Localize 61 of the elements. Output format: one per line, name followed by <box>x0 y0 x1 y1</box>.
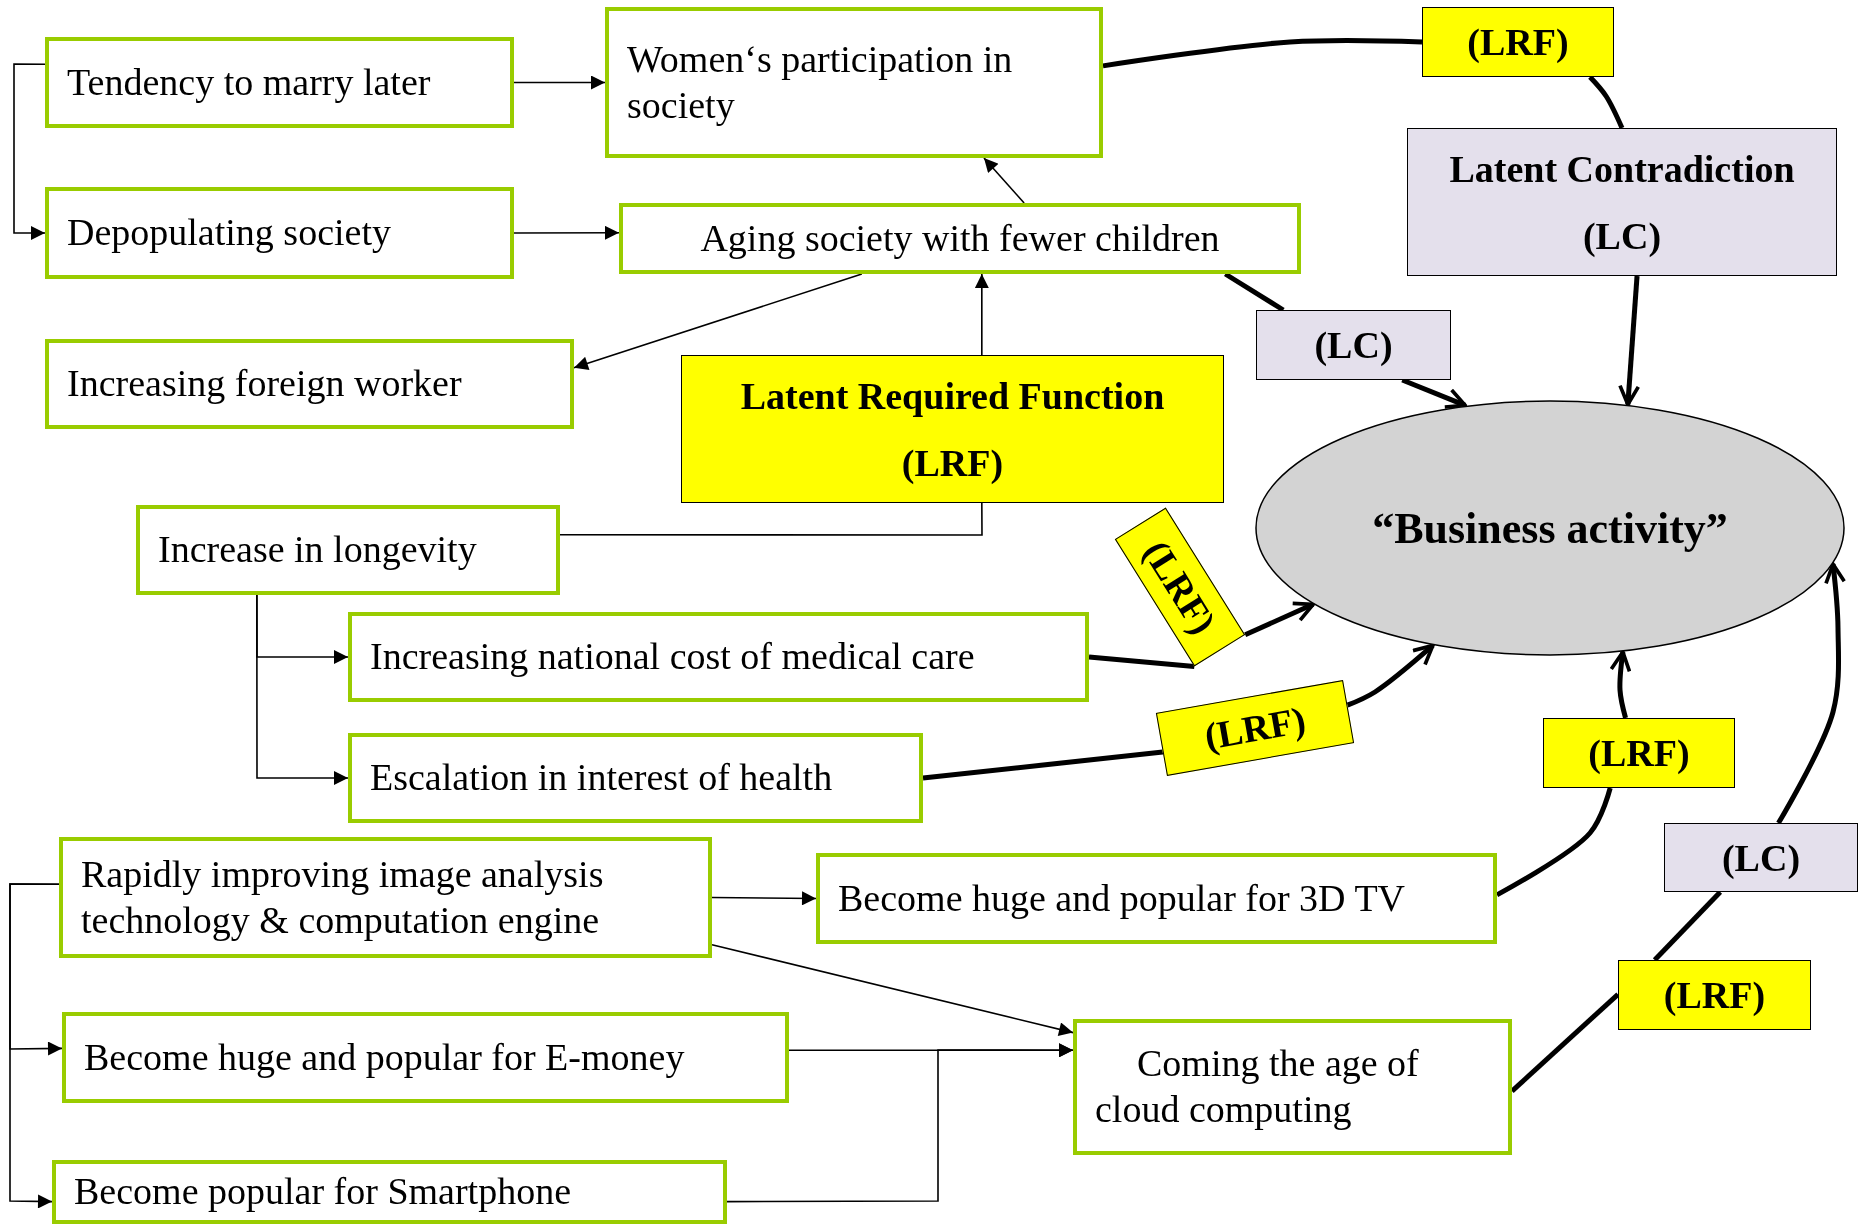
node-text: Rapidly improving image analysis technology & computation engine <box>81 851 605 943</box>
arrow <box>9 883 60 1209</box>
node-text: Escalation in interest of health <box>370 755 834 801</box>
arrow <box>513 75 606 90</box>
node-text: Women‘s participation in society <box>627 36 1014 128</box>
arrow <box>256 594 349 785</box>
arrow <box>13 63 46 240</box>
process-box <box>136 505 560 595</box>
arrow <box>726 1043 1074 1203</box>
arrow <box>983 157 1025 204</box>
tag-box <box>681 355 1224 503</box>
node-text: (LRF) <box>1588 731 1690 775</box>
node-text: (LC) <box>1314 323 1393 367</box>
process-box <box>348 733 923 823</box>
node-text: Tendency to marry later <box>67 59 432 105</box>
process-box <box>605 7 1103 158</box>
tag-box <box>1618 960 1811 1030</box>
process-box <box>62 1012 789 1103</box>
process-box <box>45 339 574 429</box>
thick-arrow <box>1776 562 1847 825</box>
node-text: Increasing national cost of medical care <box>370 634 976 680</box>
node-text: Aging society with fewer children <box>699 215 1221 261</box>
node-text: Become huge and popular for 3D TV <box>838 875 1407 921</box>
tag-box <box>1256 310 1451 380</box>
tag-box <box>1664 823 1858 892</box>
tag-box <box>1422 7 1614 77</box>
arrow <box>573 273 863 371</box>
process-box <box>619 203 1301 274</box>
node-text: Latent Required Function <box>740 373 1165 418</box>
process-box <box>816 853 1497 944</box>
node-text: Become popular for Smartphone <box>74 1169 573 1215</box>
thick-arrow <box>1618 275 1641 407</box>
node-text: (LRF) <box>1467 20 1569 64</box>
node-text: (LRF) <box>1663 973 1766 1017</box>
arrow <box>974 273 989 356</box>
node-text: (LC) <box>1721 835 1801 880</box>
process-box <box>348 612 1089 702</box>
node-text: Latent Contradiction <box>1449 146 1795 191</box>
node-text: Coming the age of cloud computing <box>1095 1041 1420 1132</box>
thick-arrow <box>1609 650 1632 719</box>
node-text: “Business activity” <box>1372 502 1728 554</box>
node-text: Depopulating society <box>67 210 392 256</box>
process-box <box>45 187 514 279</box>
tag-box <box>1407 128 1837 276</box>
process-box <box>52 1160 727 1224</box>
node-text: (LRF) <box>901 440 1004 485</box>
node-text: Increase in longevity <box>158 527 478 573</box>
thick-arrow <box>1244 601 1315 637</box>
process-box <box>59 837 712 958</box>
process-box <box>45 37 514 128</box>
arrow <box>513 225 620 240</box>
node-text: Increasing foreign worker <box>67 361 463 407</box>
node-text: (LRF) <box>1201 697 1309 759</box>
process-box <box>1073 1019 1512 1155</box>
node-text: Become huge and popular for E-money <box>84 1034 686 1080</box>
arrow <box>711 943 1074 1037</box>
node-text: (LC) <box>1582 213 1662 258</box>
tag-box <box>1543 718 1735 788</box>
arrow <box>711 891 817 906</box>
thick-arrow <box>1346 643 1435 708</box>
business-activity-ellipse <box>1255 400 1845 656</box>
